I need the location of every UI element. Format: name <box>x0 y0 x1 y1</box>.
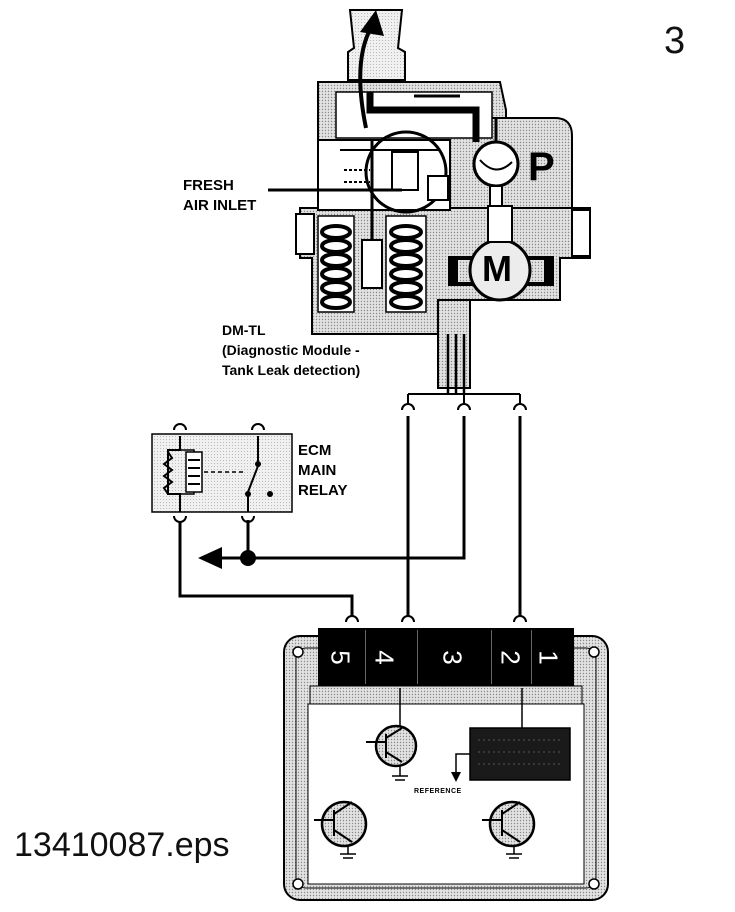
figure-number: 3 <box>664 20 686 62</box>
ecm-pin-1: 1 <box>531 630 565 684</box>
ecm-pin-2: 2 <box>491 630 529 684</box>
plunger <box>361 239 383 289</box>
pump-symbol: P <box>528 145 555 189</box>
left-spring-icon <box>320 224 352 310</box>
relay-switch-icon <box>247 465 259 493</box>
ecm-main-relay-label: ECM MAIN RELAY <box>298 442 348 499</box>
ecm-pin-4: 4 <box>365 630 403 684</box>
pump-gauge-icon <box>472 140 520 188</box>
dm-tl-module <box>268 9 591 394</box>
relay-coil <box>185 451 203 493</box>
airflow-arrow-icon <box>360 10 384 36</box>
module-wiring <box>401 393 527 411</box>
ecm-unit <box>283 628 609 901</box>
transistor-icon <box>366 724 418 781</box>
ecm-pin-3: 3 <box>417 630 487 684</box>
wire-relay-feed <box>248 416 466 560</box>
airflow-path <box>358 24 374 129</box>
power-arrow-icon <box>198 547 222 569</box>
transistor-icon <box>482 800 536 859</box>
fresh-air-inlet-label: FRESH AIR INLET <box>183 177 257 214</box>
reference-label: REFERENCE <box>414 788 462 795</box>
dm-tl-label: DM-TL (Diagnostic Module - Tank Leak det… <box>222 322 361 378</box>
ecm-wires <box>178 416 522 616</box>
right-spring-icon <box>389 224 423 310</box>
motor-symbol: M <box>482 248 512 289</box>
file-code: 13410087.eps <box>14 826 230 864</box>
reference-chip <box>469 727 571 781</box>
coil-resistor-icon <box>162 451 174 495</box>
transistor-icon <box>314 800 368 859</box>
ecm-pin-5: 5 <box>325 649 356 665</box>
wire-pin-5 <box>178 522 354 616</box>
ecm-main-relay <box>151 423 293 523</box>
